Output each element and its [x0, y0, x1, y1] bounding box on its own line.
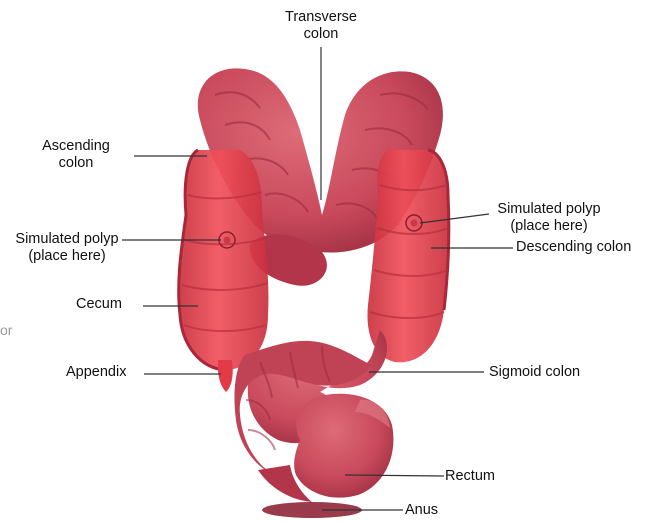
- polyp-marker-left-inner: [224, 237, 231, 244]
- polyp-marker-right-inner: [411, 220, 418, 227]
- edge-fragment-text: or: [0, 322, 12, 338]
- appendix: [218, 360, 233, 392]
- label-polyp-left: Simulated polyp (place here): [7, 231, 127, 265]
- label-appendix: Appendix: [66, 364, 126, 381]
- label-polyp-right: Simulated polyp (place here): [488, 201, 610, 235]
- descending-colon: [367, 150, 449, 362]
- label-anus: Anus: [405, 502, 438, 519]
- label-descending-colon: Descending colon: [516, 239, 631, 256]
- label-ascending-colon: Ascending colon: [28, 138, 124, 172]
- label-rectum: Rectum: [445, 468, 495, 485]
- label-transverse-colon: Transverse colon: [276, 9, 366, 43]
- label-sigmoid-colon: Sigmoid colon: [489, 364, 580, 381]
- label-cecum: Cecum: [76, 296, 122, 313]
